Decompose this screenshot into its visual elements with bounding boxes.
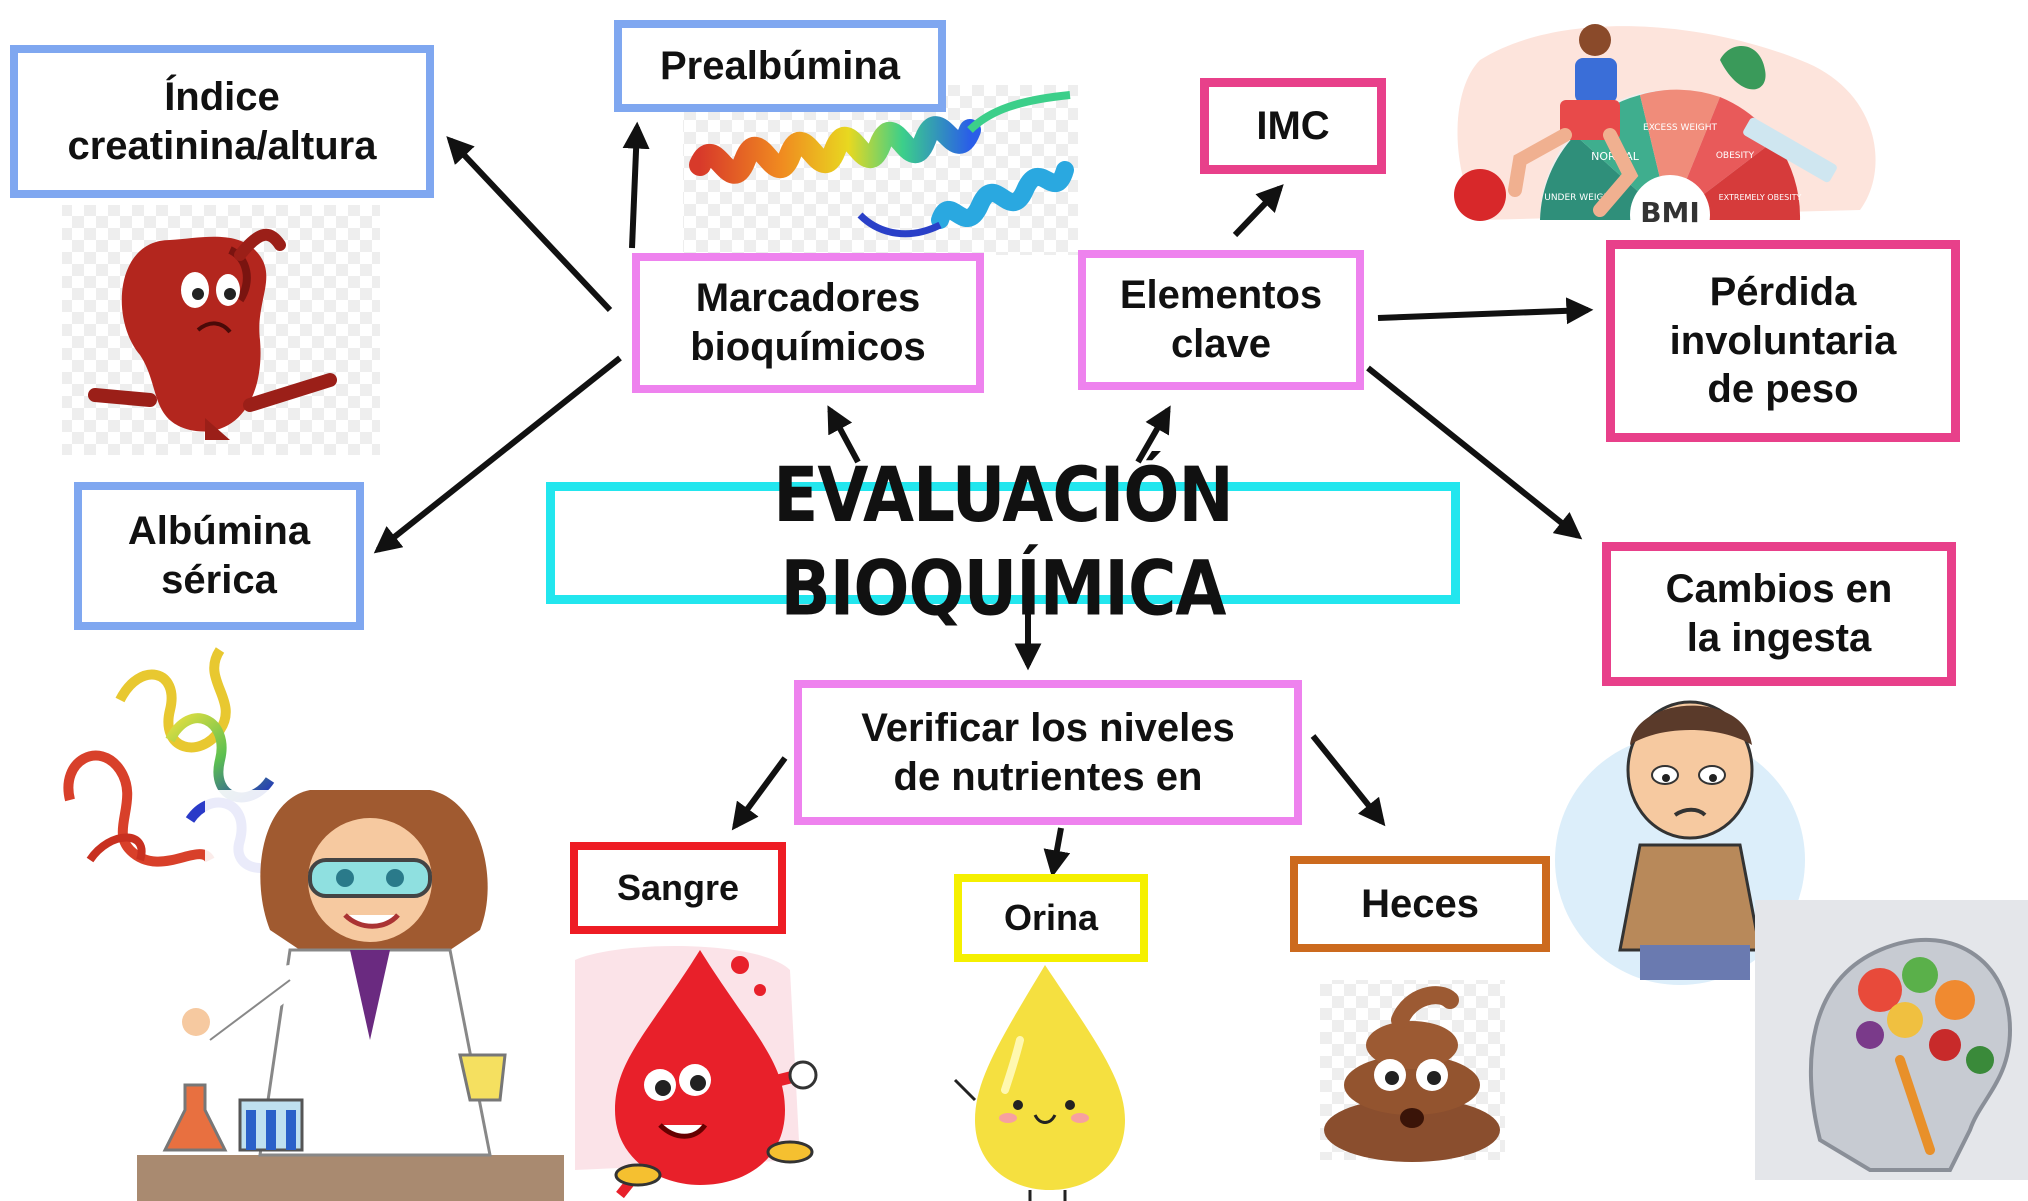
bmi-segment-extreme: EXTREMELY OBESITY xyxy=(1719,193,1802,202)
arrow-elementos-to-cambios xyxy=(1366,365,1583,540)
bmi-gauge-label: BMI xyxy=(1640,196,1700,229)
urine-drop-illustration xyxy=(953,965,1125,1201)
arrow-center-to-marcadores xyxy=(827,405,861,464)
bmi-segment-under: UNDER WEIGHT xyxy=(1544,193,1616,203)
center-title: EVALUACIÓN BIOQUÍMICA xyxy=(773,451,1233,633)
arrow-marcadores-to-indice xyxy=(446,136,613,313)
arrow-verificar-to-heces xyxy=(1310,734,1386,827)
kidney-illustration xyxy=(62,205,380,455)
elementos-line2: clave xyxy=(1170,322,1272,366)
imc-label: IMC xyxy=(1256,103,1330,148)
bmi-gauge-illustration: BMI UNDER WEIGHT NORMAL EXCESS WEIGHT OB… xyxy=(1454,24,1876,255)
perdida-line2: involuntaria xyxy=(1669,318,1897,363)
elementos-line1: Elementos xyxy=(1119,273,1323,318)
prealbumina-label: Prealbúmina xyxy=(659,43,901,88)
perdida-line1: Pérdida xyxy=(1709,269,1857,314)
blood-drop-illustration xyxy=(575,946,818,1199)
albumina-box: Albúmina sérica xyxy=(74,482,364,630)
albumina-line2: sérica xyxy=(161,558,277,602)
marcadores-line2: bioquímicos xyxy=(690,325,926,369)
heces-label: Heces xyxy=(1361,881,1479,926)
bmi-segment-excess: EXCESS WEIGHT xyxy=(1643,123,1717,133)
protein-helix-illustration xyxy=(683,85,1078,255)
verificar-line1: Verificar los niveles xyxy=(861,705,1235,750)
brain-food-illustration xyxy=(1755,900,2028,1180)
poop-illustration xyxy=(1320,980,1505,1162)
arrow-elementos-to-imc xyxy=(1232,184,1284,238)
marcadores-line1: Marcadores xyxy=(695,276,921,321)
indice-box: Índice creatinina/altura xyxy=(10,45,434,198)
elementos-box: Elementos clave xyxy=(1078,250,1364,390)
indice-line1: Índice xyxy=(164,74,280,119)
orina-box: Orina xyxy=(954,874,1148,962)
arrow-marcadores-to-albumina xyxy=(373,355,622,554)
verificar-line2: de nutrientes en xyxy=(893,754,1203,799)
prealbumina-box: Prealbúmina xyxy=(614,20,946,112)
sangre-box: Sangre xyxy=(570,842,786,934)
indice-line2: creatinina/altura xyxy=(67,123,377,168)
arrow-elementos-to-perdida xyxy=(1377,297,1594,325)
bmi-segment-obesity: OBESITY xyxy=(1716,151,1755,161)
verificar-box: Verificar los niveles de nutrientes en xyxy=(794,680,1302,825)
albumina-line1: Albúmina xyxy=(127,509,311,554)
cambios-box: Cambios en la ingesta xyxy=(1602,542,1956,686)
arrow-center-to-elementos xyxy=(1135,405,1171,464)
imc-box: IMC xyxy=(1200,78,1386,174)
sangre-label: Sangre xyxy=(616,867,740,909)
sad-boy-illustration xyxy=(1555,700,1805,985)
orina-label: Orina xyxy=(1003,897,1099,939)
arrow-verificar-to-orina xyxy=(1043,827,1071,878)
perdida-box: Pérdida involuntaria de peso xyxy=(1606,240,1960,442)
heces-box: Heces xyxy=(1290,856,1550,952)
arrow-verificar-to-sangre xyxy=(731,756,788,831)
arrow-marcadores-to-prealbumina xyxy=(622,121,650,249)
scientist-illustration xyxy=(137,790,564,1201)
marcadores-box: Marcadores bioquímicos xyxy=(632,253,984,393)
center-title-box: EVALUACIÓN BIOQUÍMICA xyxy=(546,452,1460,633)
cambios-line1: Cambios en xyxy=(1665,567,1893,612)
cambios-line2: la ingesta xyxy=(1686,616,1872,660)
perdida-line3: de peso xyxy=(1707,367,1859,412)
